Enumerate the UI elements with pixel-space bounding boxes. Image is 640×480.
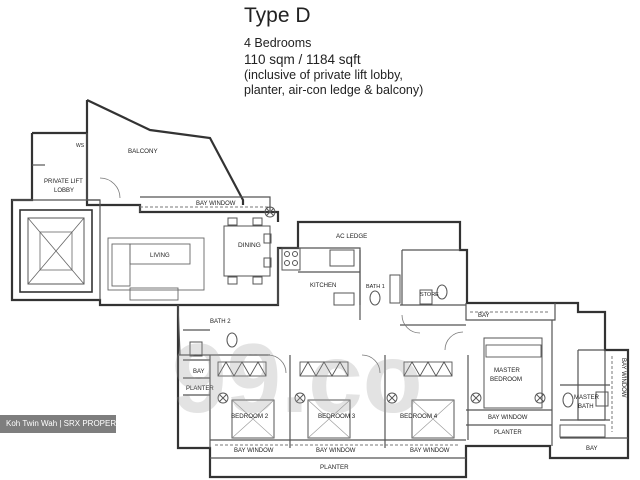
master-bedroom-label-2: BEDROOM	[490, 376, 522, 383]
bedroom-2-label: BEDROOM 2	[231, 413, 269, 420]
lift-core	[19, 209, 93, 293]
bay-window-bed2-label: BAY WINDOW	[234, 448, 274, 454]
master-bath-label-1: MASTER	[574, 395, 600, 401]
bedroom-count: 4 Bedrooms	[244, 36, 312, 50]
area-note-line2: planter, air-con ledge & balcony)	[244, 83, 424, 97]
dining-label: DINING	[238, 242, 261, 249]
bath-1-label: BATH 1	[366, 284, 385, 290]
bay-master-label: BAY	[478, 313, 490, 319]
ws-label: WS	[76, 143, 85, 149]
unit-area: 110 sqm / 1184 sqft	[244, 52, 361, 67]
planter-master-label: PLANTER	[494, 430, 522, 436]
kitchen-fittings	[281, 247, 355, 306]
bay-bottom-right-label: BAY	[586, 446, 598, 452]
bay-window-lines	[140, 206, 613, 446]
bedroom-4-label: BEDROOM 4	[400, 413, 438, 420]
planter-bottom-label: PLANTER	[320, 464, 349, 471]
bay-window-right-label: BAY WINDOW	[620, 358, 626, 398]
watermark: 99.co	[172, 323, 423, 433]
area-note-line1: (inclusive of private lift lobby,	[244, 68, 403, 82]
bay-window-master-label: BAY WINDOW	[488, 415, 528, 421]
store-label: STORE	[420, 292, 439, 298]
private-lift-lobby-label-1: PRIVATE LIFT	[44, 179, 83, 185]
beds	[231, 337, 543, 439]
aircon-units	[217, 206, 546, 404]
master-bath-label-2: BATH	[578, 404, 594, 410]
bedroom-3-label: BEDROOM 3	[318, 413, 356, 420]
wardrobes	[217, 344, 542, 377]
balcony-label: BALCONY	[128, 148, 158, 155]
planter-left-label: PLANTER	[186, 386, 214, 392]
photo-credit: Koh Twin Wah | SRX PROPERTY	[0, 415, 126, 433]
bay-bath2-label: BAY	[193, 369, 205, 375]
ac-ledge-label: AC LEDGE	[336, 233, 367, 240]
dining-table	[223, 217, 272, 285]
living-furniture	[107, 237, 205, 301]
bay-window-bed3-label: BAY WINDOW	[316, 448, 356, 454]
private-lift-lobby-label-2: LOBBY	[54, 188, 74, 194]
master-bedroom-label-1: MASTER	[494, 367, 520, 374]
bath-fittings	[189, 274, 609, 438]
door-swings	[99, 177, 464, 374]
living-label: LIVING	[150, 253, 170, 259]
plan-title: Type D	[244, 4, 311, 27]
bay-window-bed4-label: BAY WINDOW	[410, 448, 450, 454]
bay-window-living-label: BAY WINDOW	[196, 201, 236, 207]
interior-walls	[12, 133, 628, 459]
bath-2-label: BATH 2	[210, 319, 231, 325]
kitchen-label: KITCHEN	[310, 283, 336, 289]
